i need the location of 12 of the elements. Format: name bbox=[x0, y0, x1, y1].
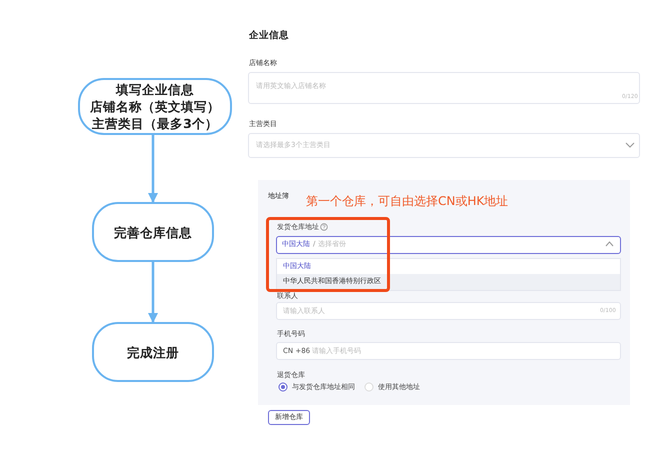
section-title: 企业信息 bbox=[249, 30, 289, 42]
process-box bbox=[92, 322, 214, 382]
process-box bbox=[78, 78, 232, 135]
arrow bbox=[148, 135, 158, 203]
annotation-text: 第一个仓库，可自由选择CN或HK地址 bbox=[306, 194, 508, 209]
box-text: 填写企业信息 bbox=[114, 81, 195, 98]
box-text: 完善仓库信息 bbox=[114, 224, 192, 240]
box-text: 主营类目（最多3个） bbox=[91, 115, 219, 132]
box-text: 店铺名称（英文填写） bbox=[90, 98, 220, 115]
process-box bbox=[92, 202, 214, 262]
box-text: 完成注册 bbox=[127, 344, 179, 360]
arrow bbox=[148, 262, 158, 323]
